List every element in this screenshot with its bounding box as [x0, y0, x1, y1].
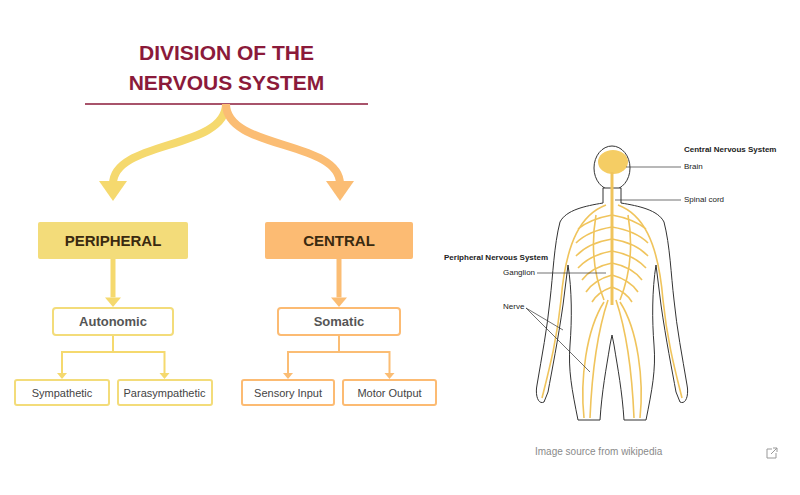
node-text: Parasympathetic: [124, 387, 206, 399]
node-text: Autonomic: [79, 314, 147, 329]
part-label: Nerve: [503, 302, 524, 312]
split-arrow: [113, 104, 226, 184]
arrow-head: [331, 297, 347, 307]
node-text: Sensory Input: [254, 387, 322, 399]
connector: [283, 336, 339, 379]
arrow-head: [326, 181, 354, 201]
image-caption: Image source from wikipedia: [535, 446, 662, 457]
connector-line: [113, 336, 165, 373]
part-label: Central Nervous System: [684, 145, 776, 155]
arrow-head: [99, 181, 127, 201]
connector-line: [337, 259, 342, 297]
node-text: Somatic: [314, 314, 365, 329]
connector-line: [62, 336, 113, 373]
diagram-title: DIVISION OF THE NERVOUS SYSTEM: [85, 38, 368, 98]
brain: [598, 150, 628, 174]
connector: [339, 336, 395, 379]
connector: [113, 336, 170, 379]
leader-lines: [526, 167, 681, 372]
connector-line: [111, 259, 116, 297]
node-text: CENTRAL: [303, 232, 375, 249]
part-label: Spinal cord: [684, 195, 724, 205]
link-icon: [767, 448, 777, 458]
connector: [57, 336, 113, 379]
part-label: Brain: [684, 162, 703, 172]
split-arrow: [226, 104, 340, 184]
node-text: Motor Output: [357, 387, 421, 399]
subdivision-box: Autonomic: [52, 307, 174, 336]
part-label: Ganglion: [503, 268, 535, 278]
connector: [105, 259, 121, 307]
part-label: Peripheral Nervous System: [444, 253, 548, 263]
connector: [331, 259, 347, 307]
branch-box: Motor Output: [342, 379, 437, 406]
connector-line: [339, 336, 390, 373]
division-box: CENTRAL: [265, 222, 413, 259]
arrow-head: [105, 297, 121, 307]
node-text: Sympathetic: [32, 387, 93, 399]
subdivision-box: Somatic: [277, 307, 401, 336]
division-box: PERIPHERAL: [38, 222, 188, 259]
nerves: [542, 172, 682, 418]
branch-box: Sensory Input: [241, 379, 335, 406]
branch-box: Parasympathetic: [117, 379, 213, 406]
connector-line: [288, 336, 339, 373]
branch-box: Sympathetic: [14, 379, 110, 406]
node-text: PERIPHERAL: [65, 232, 162, 249]
